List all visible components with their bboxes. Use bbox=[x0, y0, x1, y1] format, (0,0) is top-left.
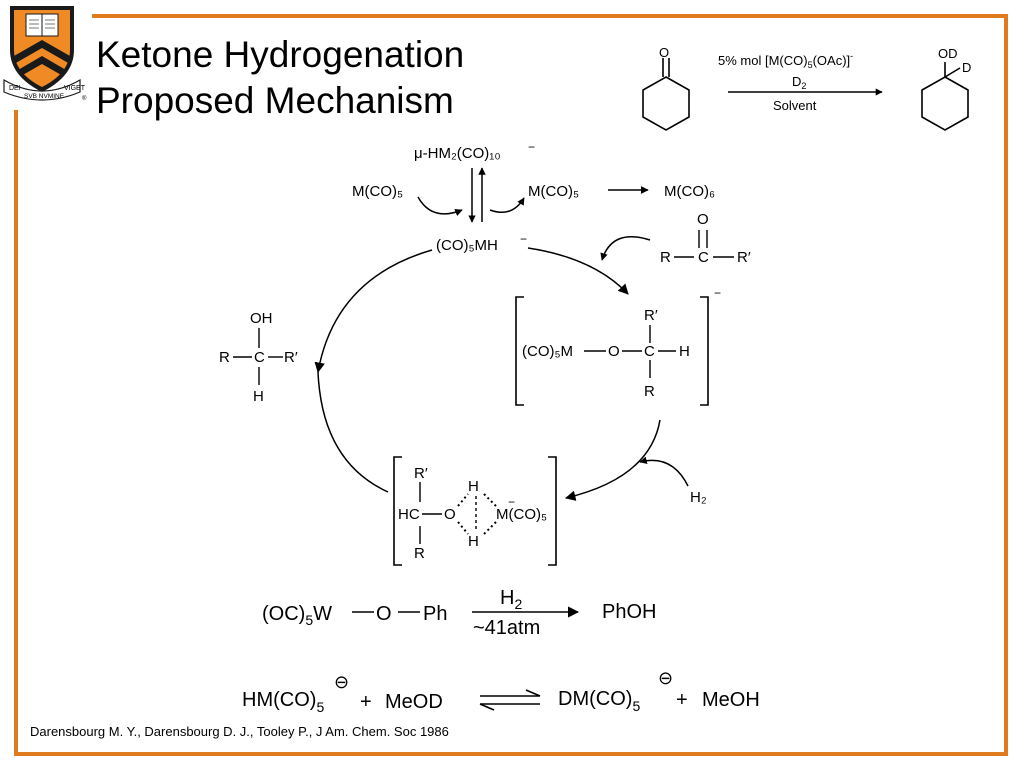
title-line-2: Proposed Mechanism bbox=[96, 80, 454, 121]
phenol-product: PhOH bbox=[602, 601, 656, 623]
princeton-shield-logo: DEI SVB NVMINE VIGET ® bbox=[0, 0, 92, 110]
banner-right-text: VIGET bbox=[64, 85, 86, 92]
motto-banner bbox=[3, 78, 81, 101]
h2-entry-arrow bbox=[639, 456, 689, 487]
svg-text:H: H bbox=[468, 533, 479, 550]
svg-text:R′: R′ bbox=[737, 249, 751, 266]
bridging-oxygen: O bbox=[376, 603, 392, 625]
h2-reagent: H2 bbox=[500, 587, 522, 612]
meoh-label: MeOH bbox=[702, 689, 760, 711]
d-label: D bbox=[962, 60, 971, 75]
ketone-structure: O R C R′ bbox=[660, 211, 751, 266]
svg-text:R: R bbox=[660, 249, 671, 266]
mco6-label: M(CO)₆ bbox=[664, 183, 715, 200]
dimer-label: μ-HM₂(CO)₁₀ bbox=[414, 145, 501, 162]
svg-text:O: O bbox=[444, 506, 456, 523]
pressure-label: ~41atm bbox=[473, 617, 540, 639]
curved-arrow-left bbox=[417, 196, 463, 216]
catalytic-cycle: μ-HM₂(CO)₁₀ − M(CO)₅ M(CO)₅ M(CO)₆ (CO)₅… bbox=[219, 140, 751, 566]
svg-text:C: C bbox=[644, 343, 655, 360]
svg-text:H: H bbox=[679, 343, 690, 360]
svg-text:H: H bbox=[468, 478, 479, 495]
svg-text:C: C bbox=[254, 349, 265, 366]
phenyl-label: Ph bbox=[423, 603, 447, 625]
tungsten-phenoxide: (OC)5W bbox=[262, 603, 332, 628]
svg-text:R: R bbox=[644, 383, 655, 400]
svg-text:R′: R′ bbox=[284, 349, 298, 366]
svg-text:C: C bbox=[698, 249, 709, 266]
top-reaction: O 5% mol [M(CO)5(OAc)]- D2 Solvent OD D bbox=[642, 45, 971, 131]
svg-text:HC: HC bbox=[398, 506, 420, 523]
charge-right: ⊖ bbox=[658, 668, 673, 688]
alcohol-structure: OH R C R′ H bbox=[219, 310, 298, 405]
banner-center-text: SVB NVMINE bbox=[24, 93, 65, 100]
ketone-oxygen-label: O bbox=[659, 45, 669, 60]
h2-label: H₂ bbox=[690, 489, 707, 506]
svg-text:M(CO)₅: M(CO)₅ bbox=[496, 506, 547, 523]
title-line-1: Ketone Hydrogenation bbox=[96, 34, 465, 75]
svg-text:−: − bbox=[714, 286, 721, 300]
svg-text:R′: R′ bbox=[644, 307, 658, 324]
d2-label: D2 bbox=[792, 74, 806, 91]
hydride-charge: − bbox=[520, 232, 527, 246]
slide-frame bbox=[14, 14, 1008, 756]
deuteride-complex: DM(CO)5 bbox=[558, 688, 640, 714]
dimer-charge: − bbox=[528, 140, 535, 154]
hydride-label: (CO)₅MH bbox=[436, 237, 498, 254]
meod-label: MeOD bbox=[385, 691, 443, 713]
svg-text:R: R bbox=[414, 545, 425, 562]
catalyst-label: 5% mol [M(CO)5(OAc)]- bbox=[718, 51, 853, 70]
svg-text:R′: R′ bbox=[414, 465, 428, 482]
banner-left-text: DEI bbox=[9, 85, 21, 92]
shield-chevron-lower bbox=[18, 56, 66, 76]
od-label: OD bbox=[938, 46, 958, 61]
mco5-right-label: M(CO)₅ bbox=[528, 183, 579, 200]
alkoxide-intermediate: − R′ (CO)₅M O C H R bbox=[515, 286, 721, 406]
registered-mark: ® bbox=[82, 95, 87, 102]
plus-sign-1: + bbox=[360, 691, 372, 713]
plus-sign-2: + bbox=[676, 689, 688, 711]
cyclohexanone-structure: O bbox=[642, 45, 690, 131]
cycle-arc-left-bottom bbox=[317, 371, 389, 493]
svg-text:(CO)₅M: (CO)₅M bbox=[522, 343, 573, 360]
mco5-left-label: M(CO)₅ bbox=[352, 183, 403, 200]
cycle-arc-right-bottom bbox=[564, 419, 661, 501]
svg-text:O: O bbox=[697, 211, 709, 228]
phenoxide-reaction: (OC)5W O Ph H2 ~41atm PhOH bbox=[262, 587, 656, 639]
citation: Darensbourg M. Y., Darensbourg D. J., To… bbox=[30, 724, 449, 739]
deuterated-cyclohexanol-structure: OD D bbox=[921, 46, 971, 131]
svg-text:OH: OH bbox=[250, 310, 273, 327]
hd-exchange-equilibrium: ⊖ HM(CO)5 + MeOD ⊖ DM(CO)5 + MeOH bbox=[242, 668, 760, 715]
svg-text:O: O bbox=[608, 343, 620, 360]
charge-left: ⊖ bbox=[334, 672, 349, 692]
svg-text:−: − bbox=[508, 495, 515, 509]
cycle-arc-right-top bbox=[527, 247, 629, 295]
svg-text:H: H bbox=[253, 388, 264, 405]
solvent-label: Solvent bbox=[773, 98, 817, 113]
hydride-complex: HM(CO)5 bbox=[242, 689, 324, 715]
svg-text:R: R bbox=[219, 349, 230, 366]
shield-chevron-upper bbox=[14, 40, 70, 64]
transition-state: R′ HC O H H − M(CO)₅ R bbox=[393, 456, 557, 566]
curved-arrow-right bbox=[489, 197, 525, 213]
ketone-entry-arrow bbox=[600, 236, 651, 261]
slide-title: Ketone Hydrogenation Proposed Mechanism bbox=[96, 32, 464, 124]
cycle-arc-left-top bbox=[314, 249, 433, 374]
